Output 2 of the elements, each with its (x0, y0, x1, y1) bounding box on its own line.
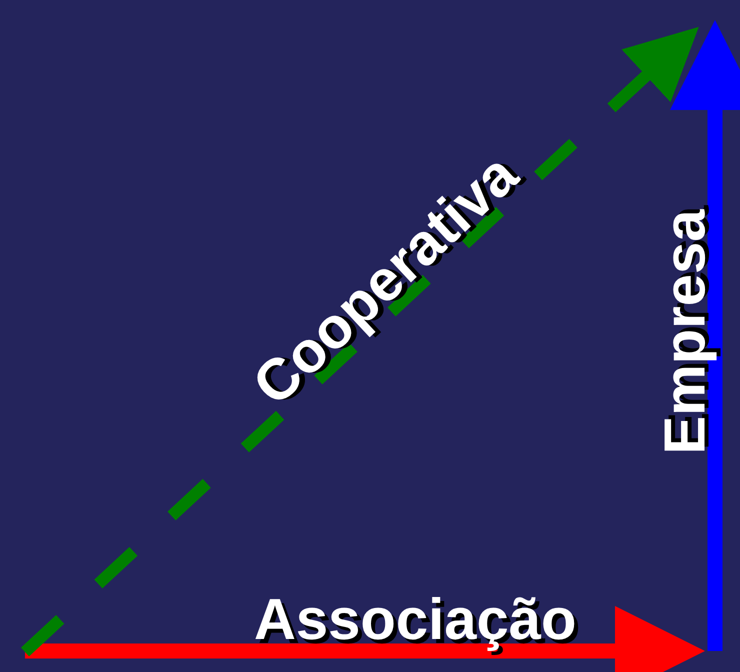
axis-label: Associação (254, 591, 576, 649)
axis-label: Empresa (656, 209, 714, 455)
